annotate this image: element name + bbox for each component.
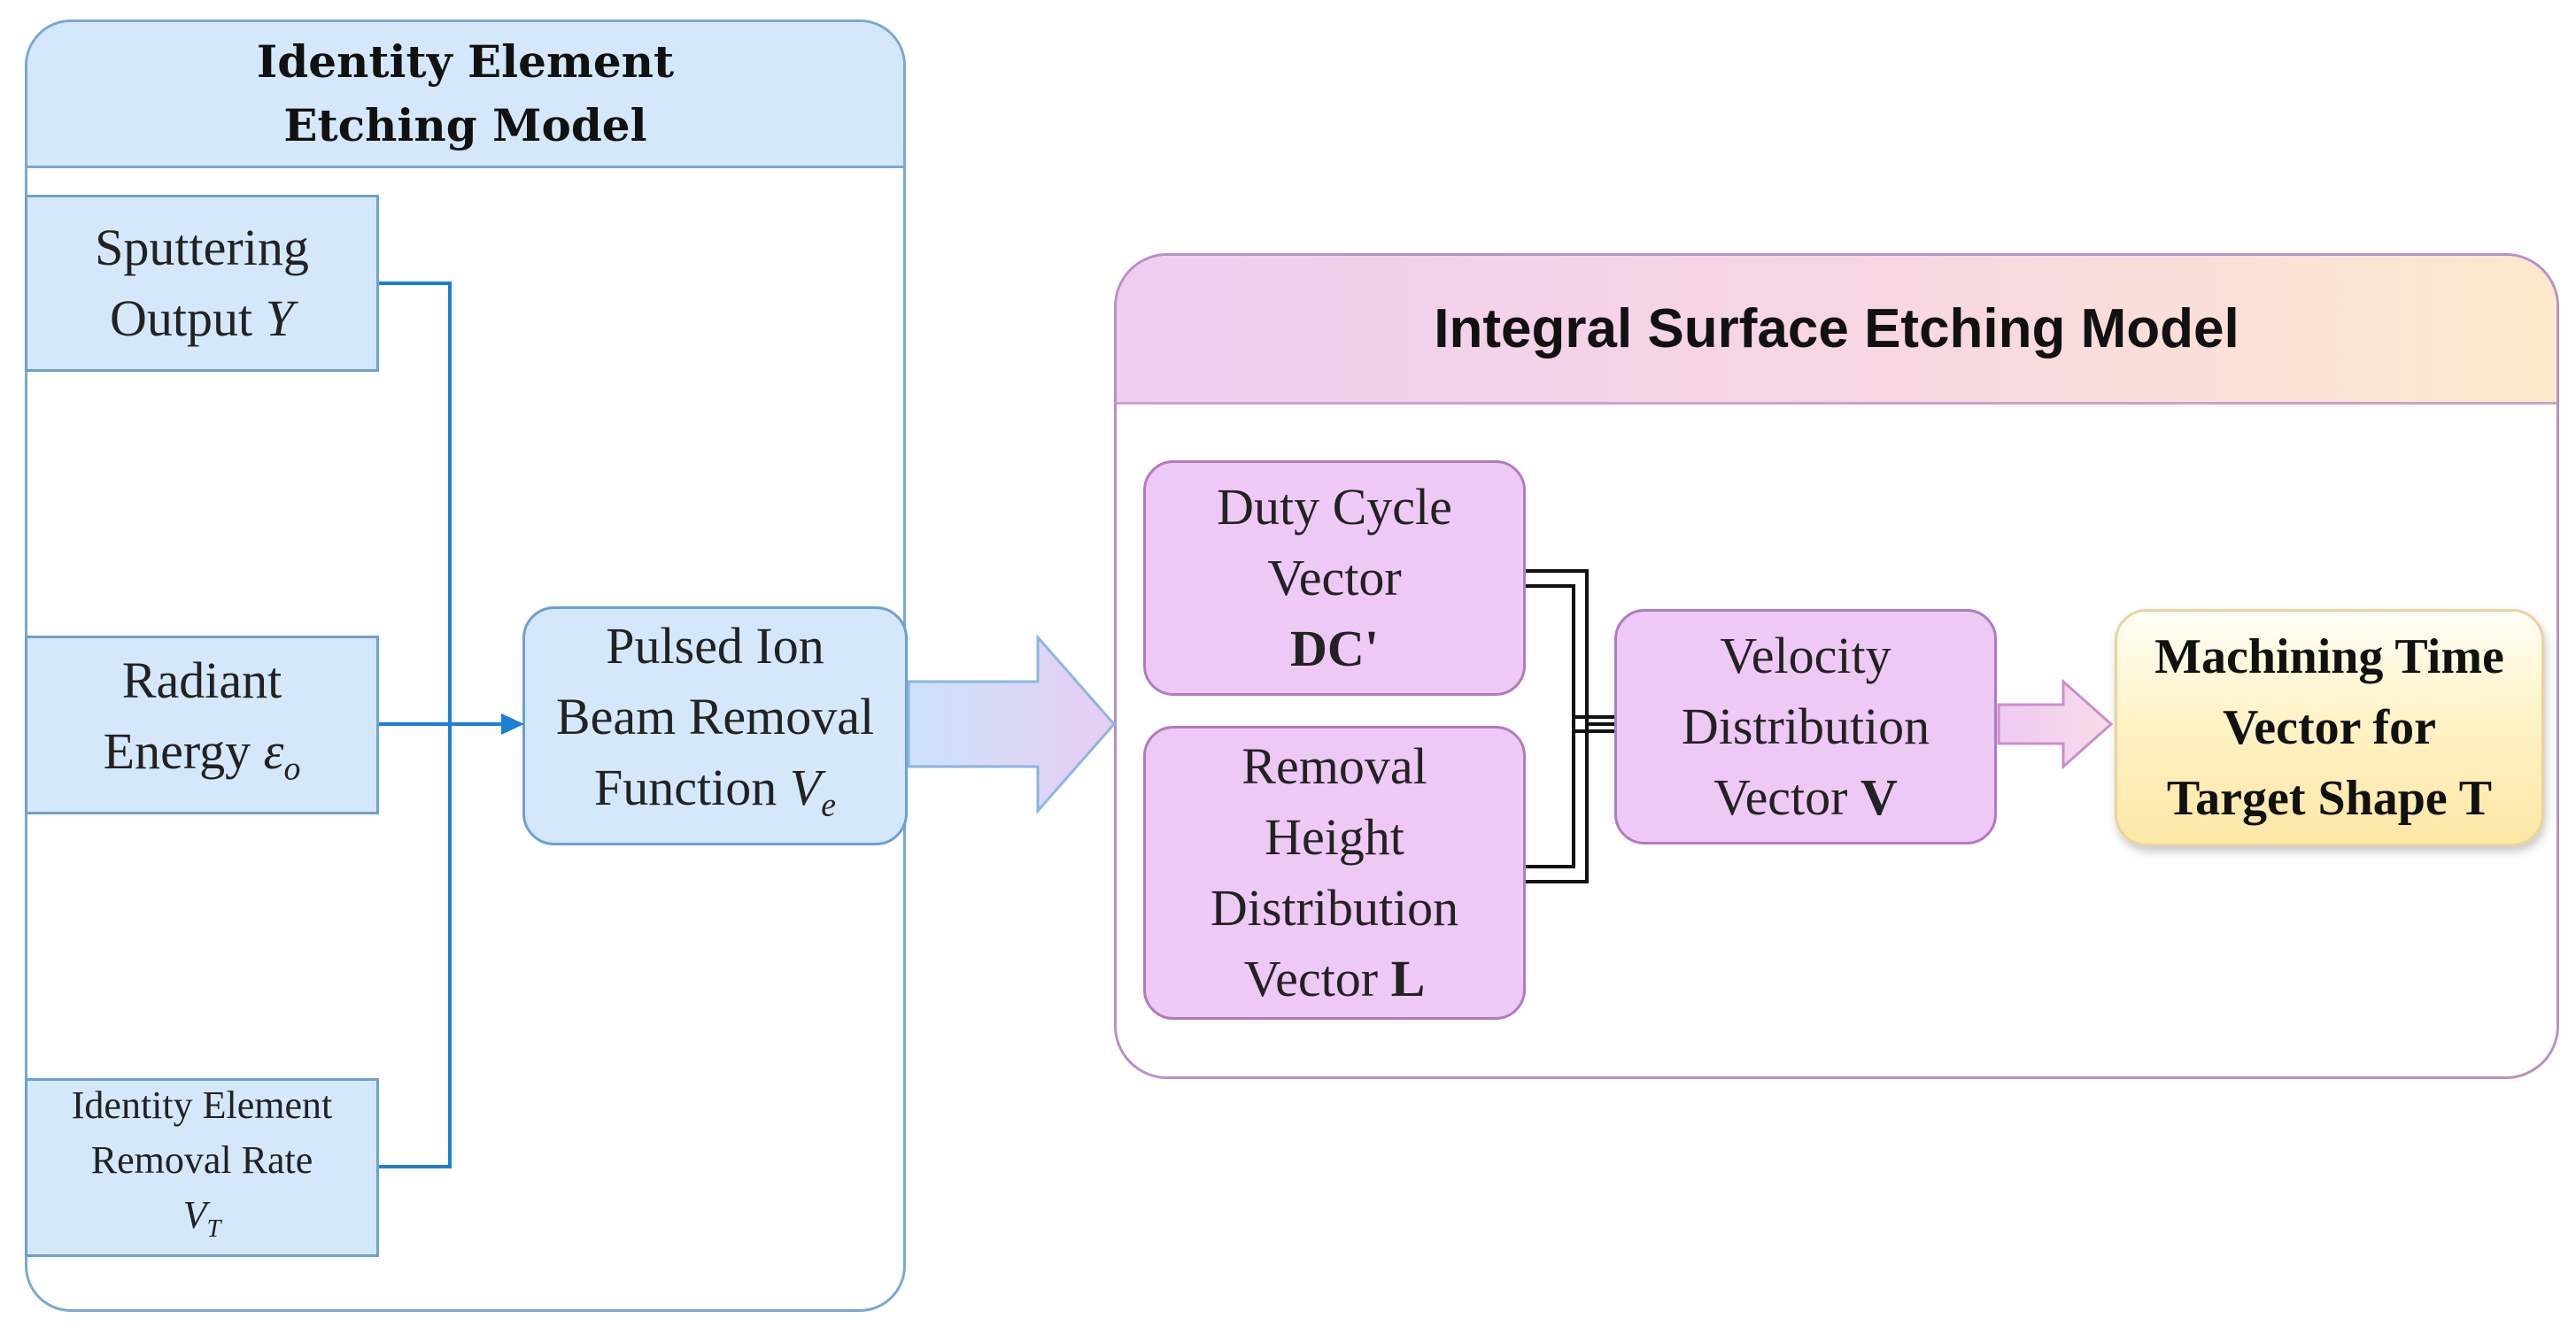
radiant-energy-box[interactable]: Radiant Energy εo (25, 636, 379, 814)
integral-model-header: Integral Surface Etching Model (1117, 256, 2557, 405)
identity-model-title-line-2: Etching Model (283, 99, 647, 151)
removal-height-symbol: L (1390, 950, 1426, 1007)
removal-function-line-2: Beam Removal (555, 688, 875, 746)
removal-rate-line-1: Identity Element (71, 1083, 333, 1128)
velocity-vector-label: Vector (1713, 768, 1848, 826)
removal-height-line-2: Height (1265, 808, 1404, 866)
machining-time-line-3: Target Shape T (2166, 771, 2493, 826)
removal-height-distribution-box[interactable]: Removal Height Distribution Vector L (1143, 726, 1526, 1020)
duty-cycle-symbol: DC' (1290, 620, 1379, 677)
velocity-line-1: Velocity (1720, 627, 1891, 684)
pulsed-ion-beam-removal-function-box[interactable]: Pulsed Ion Beam Removal Function Ve (522, 606, 908, 845)
sputtering-output-box[interactable]: Sputtering Output Y (25, 195, 379, 372)
sputtering-symbol: Y (265, 289, 294, 347)
removal-function-symbol: V (789, 759, 822, 817)
machining-time-line-1: Machining Time (2154, 629, 2504, 684)
duty-cycle-vector-box[interactable]: Duty Cycle Vector DC' (1143, 460, 1526, 696)
removal-function-subscript: e (821, 786, 836, 824)
radiant-subscript: o (283, 750, 301, 788)
integral-model-title: Integral Surface Etching Model (1434, 298, 2239, 359)
removal-rate-line-2: Removal Rate (90, 1138, 313, 1183)
machining-time-line-2: Vector for (2222, 700, 2436, 755)
sputtering-label: Sputtering (95, 219, 309, 276)
machining-time-vector-box[interactable]: Machining Time Vector for Target Shape T (2115, 609, 2544, 846)
removal-height-vector-label: Vector (1243, 950, 1379, 1007)
duty-cycle-line-2: Vector (1267, 549, 1402, 606)
removal-height-line-1: Removal (1242, 737, 1427, 795)
radiant-label: Radiant (121, 652, 282, 710)
removal-function-line-1: Pulsed Ion (606, 617, 824, 675)
removal-rate-box[interactable]: Identity Element Removal Rate VT (25, 1078, 379, 1257)
removal-rate-symbol: V (182, 1193, 207, 1238)
removal-rate-subscript: T (206, 1214, 221, 1243)
velocity-distribution-box[interactable]: Velocity Distribution Vector V (1614, 609, 1997, 844)
model-transition-arrow (907, 634, 1116, 814)
duty-cycle-line-1: Duty Cycle (1217, 478, 1452, 536)
identity-model-title-line-1: Identity Element (256, 35, 675, 88)
removal-height-line-3: Distribution (1210, 879, 1459, 937)
velocity-symbol: V (1860, 768, 1898, 826)
radiant-symbol: ε (263, 722, 284, 781)
identity-model-header: Identity Element Etching Model (27, 22, 903, 168)
velocity-line-2: Distribution (1681, 698, 1930, 755)
output-label: Output (110, 289, 253, 347)
energy-label: Energy (103, 722, 251, 781)
removal-function-label: Function (594, 759, 777, 817)
